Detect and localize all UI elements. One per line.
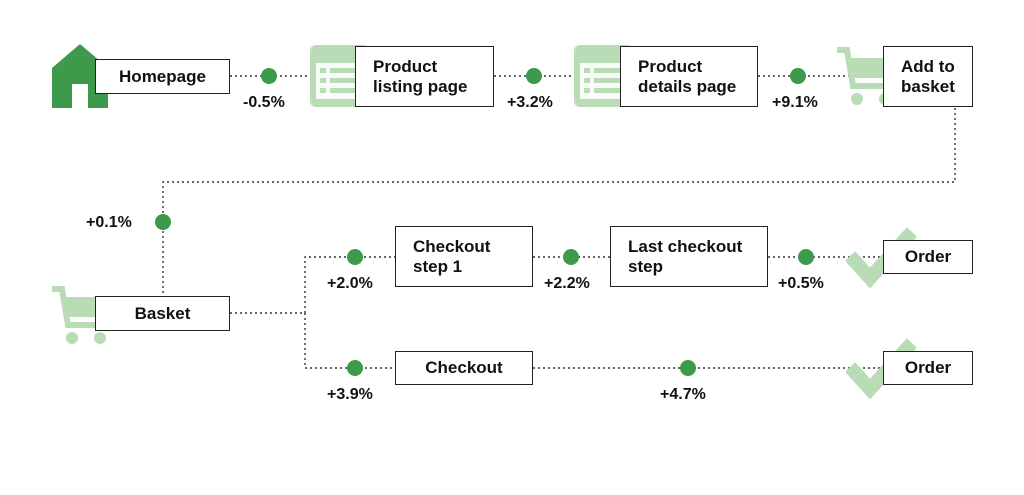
node-product-details-line2: details page <box>638 76 737 96</box>
node-checkout-step-1-line2: step 1 <box>413 256 463 276</box>
node-last-checkout-step-line1: Last checkout <box>628 236 743 256</box>
node-order-top-label: Order <box>904 247 952 266</box>
edge-label-homepage-listing: -0.5% <box>243 94 285 111</box>
node-product-listing: Product listing page <box>355 46 494 107</box>
connector-add-basket <box>162 108 956 297</box>
node-add-to-basket: Add to basket <box>883 46 973 107</box>
node-product-listing-line1: Product <box>373 56 438 76</box>
connector-split-checkout <box>304 313 395 369</box>
node-order-top: Order <box>883 240 973 274</box>
node-checkout: Checkout <box>395 351 533 385</box>
edge-label-basket-checkout: +3.9% <box>327 386 373 403</box>
node-last-checkout-step: Last checkout step <box>610 226 768 287</box>
edge-label-step1-last: +2.2% <box>544 275 590 292</box>
node-order-bottom-label: Order <box>904 358 952 377</box>
node-homepage: Homepage <box>95 59 230 94</box>
node-product-listing-line2: listing page <box>373 76 468 96</box>
node-product-details-line1: Product <box>638 56 703 76</box>
edge-label-add-basket: +0.1% <box>86 214 132 231</box>
dot-last-order <box>798 249 814 265</box>
edge-label-basket-step1: +2.0% <box>327 275 373 292</box>
node-add-to-basket-line1: Add to <box>901 56 955 76</box>
node-basket: Basket <box>95 296 230 331</box>
node-add-to-basket-line2: basket <box>901 76 955 96</box>
dot-basket-step1 <box>347 249 363 265</box>
edge-label-last-order: +0.5% <box>778 275 824 292</box>
dot-details-add <box>790 68 806 84</box>
dot-step1-last <box>563 249 579 265</box>
node-product-details: Product details page <box>620 46 758 107</box>
edge-label-listing-details: +3.2% <box>507 94 553 111</box>
edge-label-checkout-order: +4.7% <box>660 386 706 403</box>
node-order-bottom: Order <box>883 351 973 385</box>
node-homepage-label: Homepage <box>119 66 206 86</box>
edge-label-details-add: +9.1% <box>772 94 818 111</box>
node-checkout-step-1-line1: Checkout <box>413 236 491 256</box>
dot-listing-details <box>526 68 542 84</box>
node-checkout-label: Checkout <box>425 358 503 377</box>
node-checkout-step-1: Checkout step 1 <box>395 226 533 287</box>
node-basket-label: Basket <box>134 303 191 323</box>
dot-checkout-order <box>680 360 696 376</box>
connector-dots <box>155 68 814 376</box>
dot-add-basket <box>155 214 171 230</box>
node-last-checkout-step-line2: step <box>628 256 663 276</box>
home-icon <box>52 44 108 108</box>
connector-split-step1 <box>304 256 395 313</box>
connector-lines <box>162 75 956 369</box>
dot-homepage-listing <box>261 68 277 84</box>
dot-basket-checkout <box>347 360 363 376</box>
